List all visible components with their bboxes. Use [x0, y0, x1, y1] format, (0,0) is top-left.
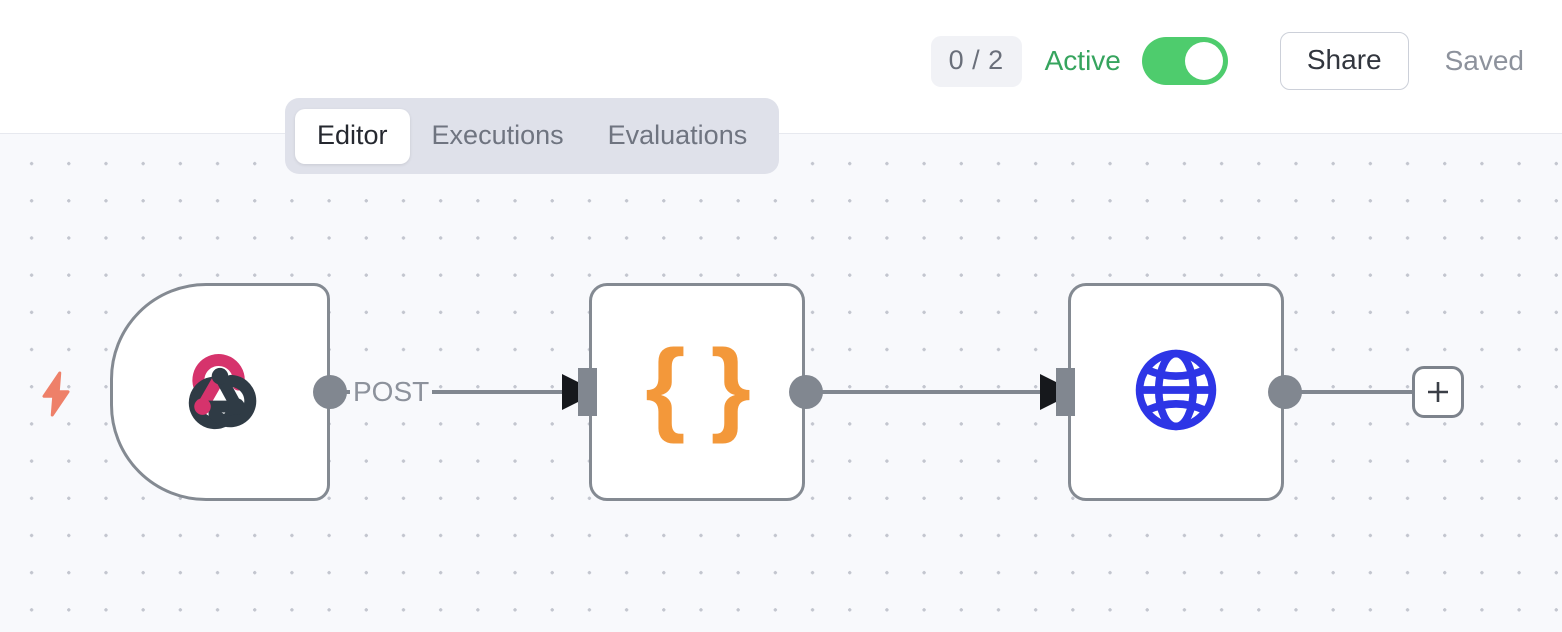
plus-icon	[1428, 382, 1448, 402]
node-filter-merged-prs[interactable]: { }	[589, 283, 805, 501]
port-output-webhook[interactable]	[313, 375, 347, 409]
port-output-filter[interactable]	[789, 375, 823, 409]
saved-status-label: Saved	[1444, 45, 1524, 76]
globe-icon	[1130, 344, 1222, 441]
execution-count-badge: 0 / 2	[930, 35, 1022, 87]
tab-editor[interactable]: Editor	[295, 108, 410, 164]
share-button[interactable]: Share	[1279, 32, 1409, 90]
workflow-tabs: Editor Executions Evaluations	[285, 98, 780, 174]
app-header: 0 / 2 Active Share Saved	[0, 0, 1562, 134]
curly-braces-icon: { }	[645, 329, 751, 445]
port-output-agentjob[interactable]	[1268, 375, 1302, 409]
tab-executions[interactable]: Executions	[431, 119, 564, 150]
node-webhook-body	[113, 286, 327, 498]
node-filter-body: { }	[592, 286, 802, 498]
node-agentjob-body	[1071, 286, 1281, 498]
edge-label-post: POST	[350, 378, 433, 406]
workflow-canvas[interactable]: POST Webhook { } Filter merged PRs	[0, 134, 1562, 632]
port-input-filter[interactable]	[578, 368, 597, 416]
node-webhook[interactable]	[110, 283, 330, 501]
active-status-label: Active	[1044, 45, 1121, 76]
port-input-agentjob[interactable]	[1056, 368, 1075, 416]
node-create-agent-job[interactable]	[1068, 283, 1284, 501]
tab-evaluations[interactable]: Evaluations	[607, 119, 748, 150]
lightning-bolt-icon	[38, 371, 74, 422]
add-node-button[interactable]	[1412, 366, 1464, 418]
webhook-icon	[174, 344, 266, 441]
toggle-knob	[1184, 42, 1223, 80]
header-actions: 0 / 2 Active Share Saved	[930, 30, 1524, 92]
workflow-active-toggle[interactable]	[1141, 37, 1228, 85]
